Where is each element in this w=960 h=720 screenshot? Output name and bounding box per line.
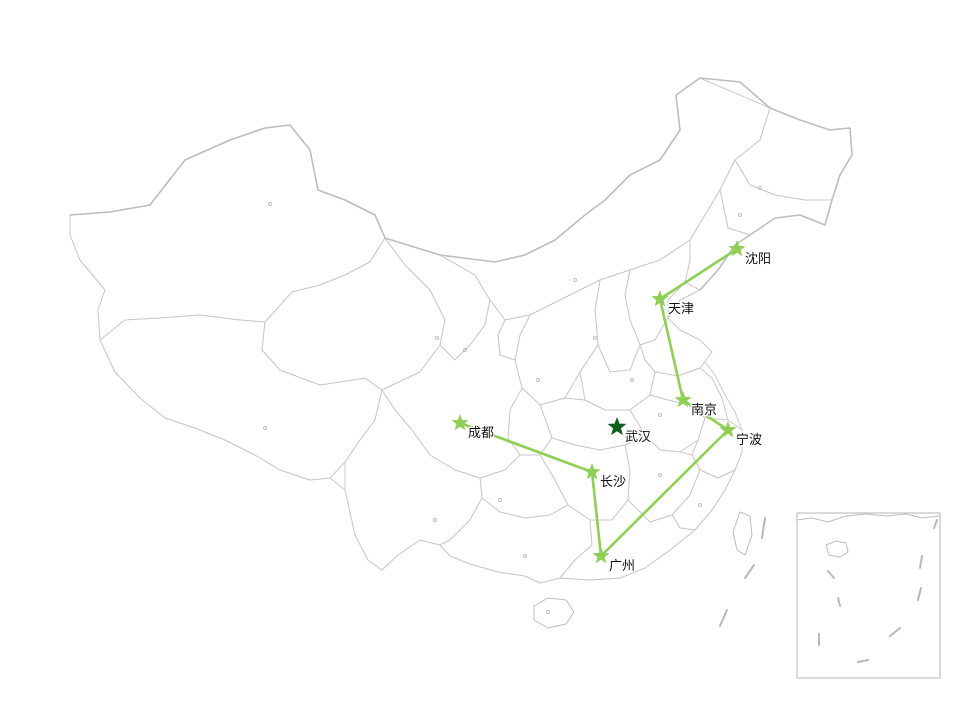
inset-dash: [857, 659, 869, 663]
star-icon: [674, 391, 692, 408]
city-label: 沈阳: [745, 252, 771, 267]
capital-dot: [263, 426, 267, 430]
maritime-dash: [761, 517, 766, 539]
inset-dash: [837, 597, 841, 607]
inset-dash: [919, 555, 923, 569]
city-marker[interactable]: 宁波: [719, 421, 763, 449]
star-icon: [651, 290, 669, 307]
star-icon: [728, 240, 746, 257]
star-icon: [607, 417, 627, 436]
maritime-dash: [744, 564, 755, 579]
capital-dot: [658, 473, 662, 477]
capital-dot: [658, 413, 662, 417]
city-label: 天津: [668, 302, 694, 317]
provincial-capital-markers: [263, 186, 762, 614]
inset-coastline: [796, 513, 941, 523]
inset-hainan: [825, 540, 849, 558]
city-marker[interactable]: 南京: [674, 391, 718, 419]
capital-dot: [630, 378, 634, 382]
guangdong-region: [559, 499, 696, 581]
route-line: [599, 428, 730, 558]
capital-dot: [523, 554, 527, 558]
hub-city-marker[interactable]: 武汉: [607, 417, 652, 446]
national-border: [69, 77, 853, 291]
capital-dot: [546, 610, 550, 614]
capital-dot: [435, 336, 439, 340]
city-marker[interactable]: 沈阳: [728, 240, 772, 268]
taiwan-island: [732, 511, 753, 556]
route-line: [590, 470, 603, 558]
route-line: [458, 421, 594, 474]
inset-frame: [796, 512, 941, 679]
maritime-dash: [719, 609, 728, 627]
capital-dot: [758, 186, 762, 190]
city-marker[interactable]: 成都: [451, 414, 495, 442]
city-label: 宁波: [736, 432, 762, 448]
star-icon: [719, 421, 737, 438]
capital-dot: [738, 213, 742, 217]
capital-dot: [498, 498, 502, 502]
star-icon: [592, 547, 610, 564]
inset-dash: [933, 519, 938, 529]
route-line: [658, 297, 685, 402]
route-lines: [458, 247, 739, 558]
city-marker[interactable]: 广州: [592, 547, 636, 575]
capital-dot: [433, 518, 437, 522]
inset-dash: [827, 570, 835, 579]
city-marker[interactable]: 天津: [651, 290, 695, 318]
south-china-sea-inset: [796, 512, 941, 679]
capital-dot: [536, 378, 540, 382]
hainan-island: [533, 597, 575, 629]
china-base-map: [69, 77, 853, 629]
route-line: [658, 247, 739, 301]
capital-dot: [593, 336, 597, 340]
capital-dot: [268, 202, 272, 206]
city-label: 广州: [609, 559, 635, 574]
inset-dash: [889, 627, 901, 637]
star-icon: [451, 414, 469, 431]
city-marker[interactable]: 长沙: [583, 463, 627, 491]
city-label: 武汉: [625, 430, 651, 445]
city-label: 长沙: [600, 475, 626, 490]
capital-dot: [573, 278, 577, 282]
capital-dot: [463, 348, 467, 352]
city-label: 成都: [468, 426, 494, 441]
capital-dot: [698, 503, 702, 507]
star-icon: [583, 463, 601, 480]
city-label: 南京: [691, 402, 717, 418]
fujian-region: [671, 469, 736, 531]
route-line: [681, 398, 730, 432]
inset-dash: [917, 587, 922, 601]
